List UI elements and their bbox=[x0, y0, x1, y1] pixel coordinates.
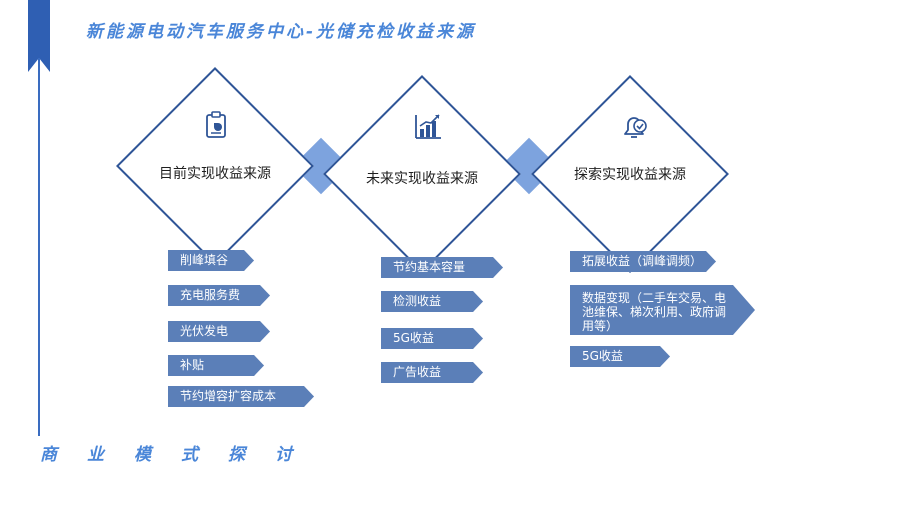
tag-peak-shaving: 削峰填谷 bbox=[168, 250, 254, 271]
bell-check-icon bbox=[624, 117, 647, 138]
tag-inspection-revenue: 检测收益 bbox=[381, 291, 483, 312]
section-2-label: 未来实现收益来源 bbox=[366, 171, 478, 187]
bar-chart-growth-icon bbox=[415, 114, 441, 139]
tag-5g-revenue: 5G收益 bbox=[381, 328, 483, 349]
tag-5g-revenue-explore: 5G收益 bbox=[570, 346, 670, 367]
tag-peak-regulation: 拓展收益（调峰调频） bbox=[570, 251, 716, 272]
tag-capacity-savings: 节约增容扩容成本 bbox=[168, 386, 314, 407]
tag-subsidy: 补贴 bbox=[168, 355, 264, 376]
page-title: 新能源电动汽车服务中心-光储充检收益来源 bbox=[86, 22, 477, 42]
clipboard-chart-icon bbox=[206, 111, 226, 138]
section-3-label: 探索实现收益来源 bbox=[574, 167, 686, 183]
bookmark-flag bbox=[28, 0, 50, 72]
tag-basic-capacity: 节约基本容量 bbox=[381, 257, 503, 278]
tag-advertising-revenue: 广告收益 bbox=[381, 362, 483, 383]
page-subtitle: 商业模式探讨 bbox=[40, 445, 322, 465]
tag-data-monetization: 数据变现（二手车交易、电池维保、梯次利用、政府调用等） bbox=[570, 285, 755, 335]
tag-charging-fee: 充电服务费 bbox=[168, 285, 270, 306]
vertical-divider-line bbox=[38, 58, 40, 436]
section-1-label: 目前实现收益来源 bbox=[159, 166, 271, 182]
tag-pv-generation: 光伏发电 bbox=[168, 321, 270, 342]
